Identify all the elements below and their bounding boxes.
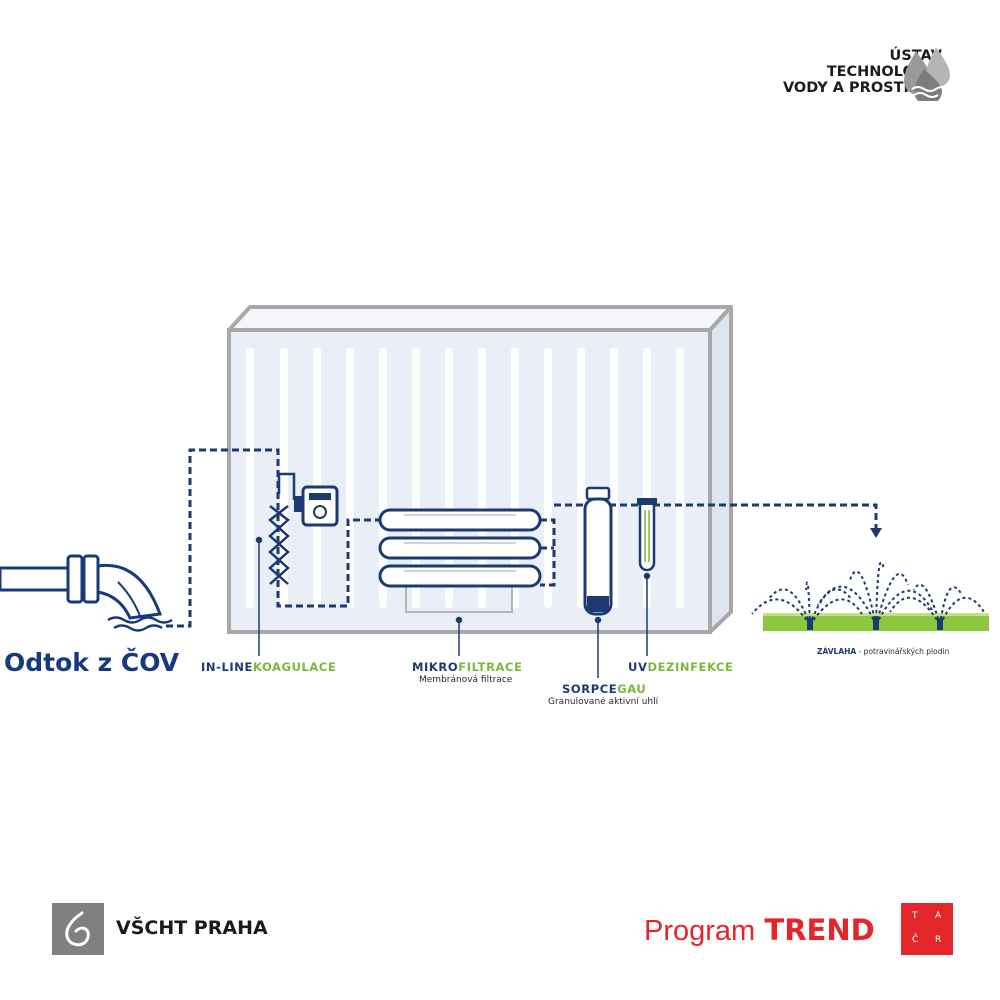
- flow-arrow: [870, 528, 882, 538]
- stage-sorption-label: SORPCEGAU: [562, 682, 646, 696]
- agency-letter-a: A: [935, 911, 942, 921]
- stage-microfiltration-label-a: MIKRO: [412, 660, 459, 674]
- stage-uv-label-b: DEZINFEKCE: [647, 660, 734, 674]
- stage-uv-label-a: UV: [628, 660, 648, 674]
- university-drop-icon: [65, 911, 90, 947]
- stage-coagulation-label-b: KOAGULACE: [252, 660, 337, 674]
- stage-microfiltration-label-b: FILTRACE: [458, 660, 523, 674]
- coagulation-mixer-icon: [268, 472, 296, 585]
- stage-sorption-subtitle: Granulované aktivní uhlí: [548, 697, 659, 707]
- water-drops-icon: [904, 47, 950, 101]
- stage-microfiltration-label: MIKROFILTRACE: [412, 660, 523, 674]
- stage-uv-label: UVDEZINFEKCE: [628, 660, 734, 674]
- stage-coagulation-label: IN-LINEKOAGULACE: [201, 660, 336, 674]
- stage-coagulation-label-a: IN-LINE: [201, 660, 253, 674]
- stage-microfiltration-subtitle: Membránová filtrace: [419, 675, 513, 685]
- agency-letter-r: R: [935, 935, 942, 945]
- program-trend: TREND: [764, 913, 875, 947]
- label-pointer: [255, 536, 651, 678]
- membrane-modules-icon: [378, 508, 542, 613]
- university-logo: [52, 903, 104, 955]
- institute-name-line3: VODY A PROSTŘEDÍ: [782, 80, 942, 96]
- stage-sorption-label-a: SORPCE: [562, 682, 618, 696]
- destination-label: ZÁVLAHA - potravinářských plodin: [817, 647, 949, 656]
- agency-logo: T A Č R: [901, 903, 953, 955]
- agency-letter-c: Č: [912, 935, 919, 945]
- university-name: VŠCHT PRAHA: [116, 917, 268, 939]
- program-name: Program TREND: [644, 913, 875, 948]
- program-word: Program: [644, 915, 756, 947]
- uv-lamp-icon: [637, 498, 657, 572]
- destination-label-b: - potravinářských plodin: [856, 647, 950, 656]
- dosing-pump-icon: [294, 485, 339, 527]
- stage-sorption-label-b: GAU: [617, 682, 647, 696]
- sprinkler-icon: [751, 561, 989, 631]
- destination-label-a: ZÁVLAHA: [817, 647, 857, 656]
- carbon-filter-icon: [583, 486, 613, 616]
- agency-letter-t: T: [912, 911, 918, 921]
- outlet-pipe-icon: [0, 554, 173, 632]
- source-label: Odtok z ČOV: [4, 648, 180, 677]
